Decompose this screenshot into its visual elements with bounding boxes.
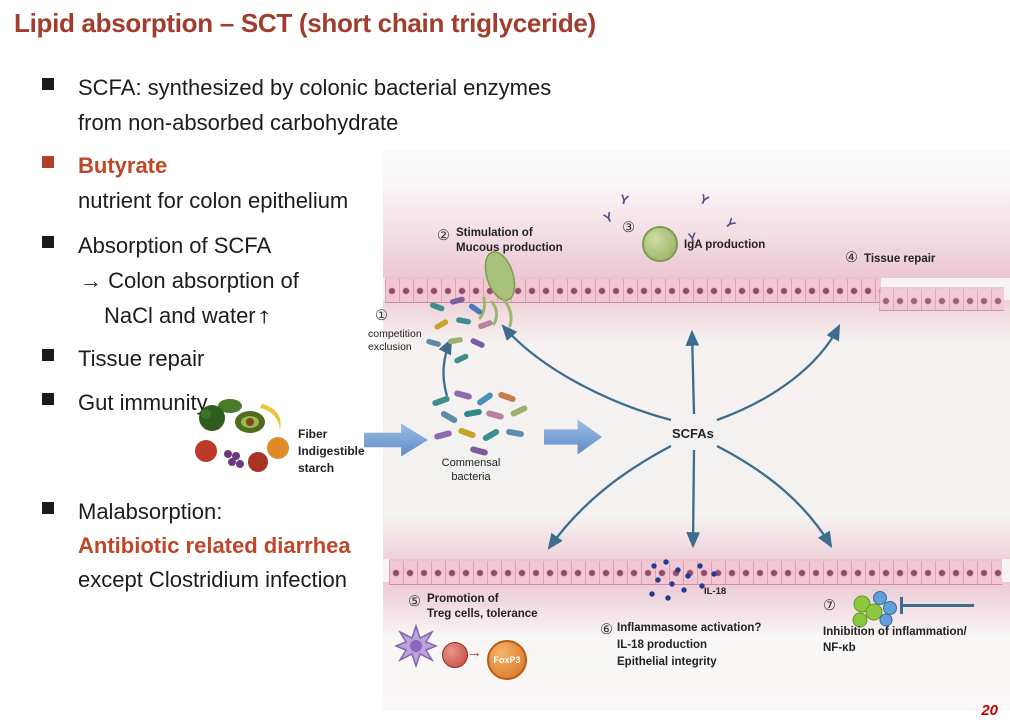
bullet-malabsorption: Malabsorption: [78, 499, 223, 524]
goblet-cell-icon [478, 251, 516, 328]
inhibition-line-icon [902, 604, 974, 607]
bullet-gut-immunity: Gut immunity [78, 390, 208, 415]
slide-title: Lipid absorption – SCT (short chain trig… [14, 8, 596, 38]
label-fiber-starch: Fiber Indigestible starch [298, 427, 365, 475]
iga-cell-icon [642, 226, 678, 262]
bullet-marker-red [42, 156, 54, 168]
bullet-marker [42, 236, 54, 248]
label-scfas: SCFAs [672, 426, 714, 441]
figure-number-7: ⑦ [823, 598, 836, 614]
bullet-marker [42, 349, 54, 361]
label-commensal-bacteria: Commensal bacteria [441, 457, 501, 483]
figure-number-6: ⑥ [600, 622, 613, 638]
figure-number-3: ③ [622, 220, 635, 236]
dendritic-cell-icon [394, 624, 438, 668]
bullet-antibiotic-diarrhea: Antibiotic related diarrhea [78, 533, 351, 558]
bullet-absorption-line3: NaCl and water↑ [104, 298, 272, 333]
treg-cell-icon: FoxP3 [487, 640, 527, 680]
bacteria-cluster-icon [426, 296, 493, 364]
bullet-absorption-line2: → Colon absorption of [80, 268, 299, 293]
label-inflammasome: Inflammasome activation? IL-18 productio… [617, 622, 762, 668]
cell-arrow-icon: → [467, 644, 482, 661]
bullet-marker [42, 502, 54, 514]
bullet-absorption: Absorption of SCFA [78, 233, 272, 258]
inhibition-bar-icon [900, 597, 903, 614]
fiber-food-photo [195, 399, 289, 472]
t-cell-icon [442, 642, 468, 668]
bullet-scfa-synthesis: SCFA: synthesized by colonic bacterial e… [78, 75, 552, 135]
figure-pink-bottom [383, 582, 1010, 637]
up-arrow-icon: ↑ [255, 303, 273, 328]
inflammatory-cells-icon [852, 591, 897, 628]
page-number: 20 [981, 702, 998, 719]
label-inhibition-inflammation: Inhibition of inflammation/ NF-κb [823, 626, 967, 654]
foxp3-label: FoxP3 [493, 655, 521, 665]
bullet-butyrate-sub: nutrient for colon epithelium [78, 188, 349, 213]
epithelium-repair-band [879, 287, 1004, 311]
commensal-bacteria-icon [432, 390, 528, 456]
figure-number-1: ① [375, 308, 388, 324]
figure-number-2: ② [437, 228, 450, 244]
label-competition-exclusion: competition exclusion [368, 328, 422, 353]
epithelium-bottom-band [389, 559, 1002, 585]
bullet-tissue-repair: Tissue repair [78, 346, 205, 371]
label-treg-promotion: Promotion of Treg cells, tolerance [427, 593, 538, 620]
label-mucous-production: Stimulation of Mucous production [456, 227, 563, 254]
bullet-butyrate: Butyrate [78, 153, 168, 178]
label-il18: IL-18 [704, 586, 727, 597]
label-tissue-repair: Tissue repair [864, 253, 936, 265]
nacl-water-text: NaCl and water [104, 303, 256, 328]
bullet-clostridium: except Clostridium infection [78, 567, 348, 592]
scfa-effect-arrows [438, 323, 841, 550]
il18-dots-icon [649, 559, 717, 601]
bullet-marker [42, 78, 54, 90]
figure-number-5: ⑤ [408, 594, 421, 610]
bullet-marker [42, 393, 54, 405]
figure-number-4: ④ [845, 250, 858, 266]
label-iga-production: IgA production [684, 239, 766, 251]
